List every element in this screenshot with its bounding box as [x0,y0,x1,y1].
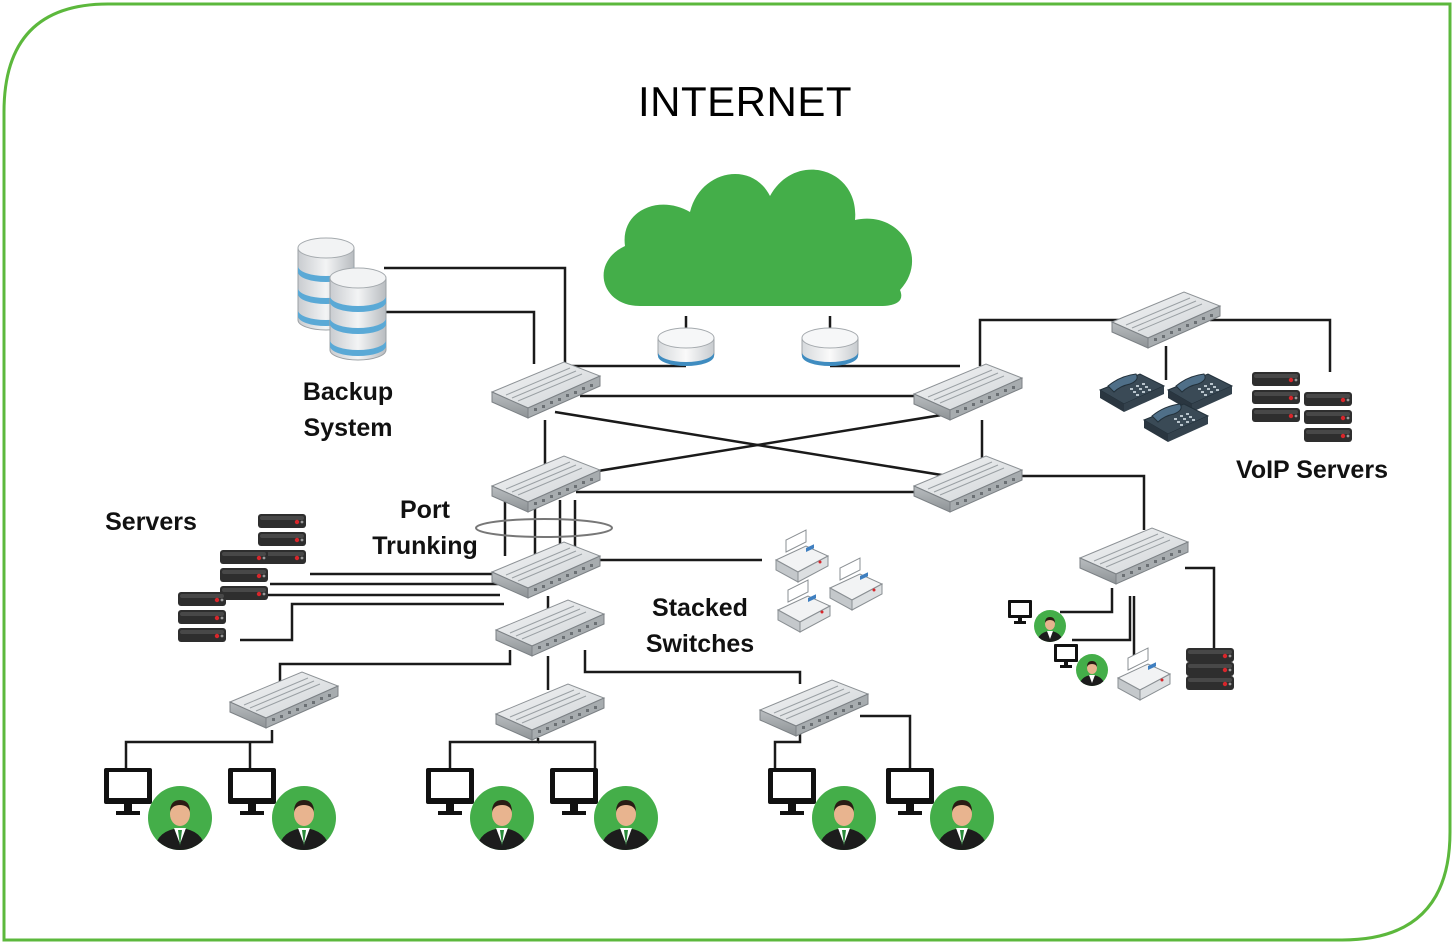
switch-icon [491,455,601,513]
monitor-icon [1008,600,1032,624]
trunking-ring [475,518,613,538]
router-icon [801,327,859,367]
label-backup-system: Backup System [286,374,410,446]
switch-icon [913,455,1023,513]
switch-icon [491,361,601,419]
voip-server-stack [1252,372,1352,442]
label-stacked-line1: Stacked [652,594,748,622]
label-port-line1: Port [400,496,450,524]
label-port-trunking: Port Trunking [360,492,490,564]
label-voip-servers: VoIP Servers [1236,456,1388,484]
user-avatar [812,786,876,852]
router-icon [657,327,715,367]
user-avatar [1034,610,1066,643]
label-backup-line2: System [303,414,393,442]
label-stacked-switches: Stacked Switches [632,590,768,662]
switch-icon [1079,527,1189,585]
user-avatar [272,786,336,852]
diagram-title: INTERNET [638,78,852,125]
monitor-icon [104,768,152,815]
switch-icon [759,679,869,737]
user-avatar [148,786,212,852]
switch-icon [1111,291,1221,349]
switch-icon [495,599,605,657]
label-port-line2: Trunking [372,532,478,560]
printer-icon [777,579,831,633]
switch-icon [495,683,605,741]
monitor-icon [426,768,474,815]
user-avatar [930,786,994,852]
phone-icon [1143,403,1209,443]
label-servers: Servers [105,508,197,536]
phone-icon [1099,373,1165,413]
user-avatar [594,786,658,852]
monitor-icon [1054,644,1078,668]
monitor-icon [886,768,934,815]
user-avatar [1076,654,1108,687]
monitor-icon [228,768,276,815]
user-avatar [470,786,534,852]
database-icon [329,267,387,361]
server-stack-small [1186,648,1234,690]
monitor-icon [768,768,816,815]
switch-icon [229,671,339,729]
switch-icon [913,363,1023,421]
printer-icon [775,529,829,583]
label-stacked-line2: Switches [645,630,755,658]
internet-cloud [603,169,913,306]
monitor-icon [550,768,598,815]
printer-icon [829,557,883,611]
printer-icon [1117,647,1171,701]
switch-icon [491,541,601,599]
label-backup-line1: Backup [302,378,394,406]
